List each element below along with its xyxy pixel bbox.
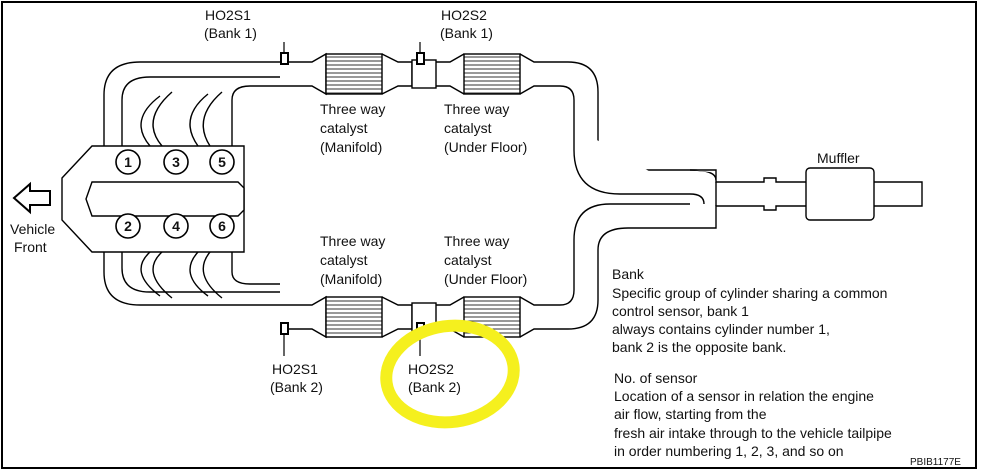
sensor-note-line1: Location of a sensor in relation the eng…: [614, 388, 874, 404]
muffler-label: Muffler: [817, 150, 860, 166]
catalyst-underfloor-bank2-line1: Three way: [444, 233, 509, 249]
catalyst-manifold-bank1: [325, 53, 383, 95]
sensor-note-title: No. of sensor: [614, 370, 698, 386]
engine-block: [61, 145, 245, 253]
catalyst-manifold-bank2: [325, 296, 383, 338]
catalyst-manifold-bank2-line2: catalyst: [320, 252, 368, 268]
bank-note-line3: always contains cylinder number 1,: [612, 321, 830, 337]
catalyst-underfloor-bank1-line2: catalyst: [444, 120, 492, 136]
cylinder-1: [115, 149, 141, 175]
cylinder-5: [209, 149, 235, 175]
bank-note-title: Bank: [612, 266, 645, 282]
figure-code: PBIB1177E: [910, 457, 961, 468]
ho2s2-bank2-bank: (Bank 2): [408, 379, 461, 395]
catalyst-underfloor-bank1: [463, 53, 521, 95]
cylinder-6-label: 6: [218, 218, 226, 234]
cylinder-3: [163, 149, 189, 175]
cylinder-1-label: 1: [124, 154, 132, 170]
vehicle-front-label-line1: Vehicle: [10, 221, 55, 237]
ho2s1-bank2-name: HO2S1: [272, 361, 318, 377]
cylinder-4: [163, 213, 189, 239]
vehicle-front-label-line2: Front: [14, 239, 47, 255]
catalyst-manifold-bank2-line1: Three way: [320, 233, 385, 249]
ho2s2-bank1-bank: (Bank 1): [440, 25, 493, 41]
catalyst-manifold-bank2-line3: (Manifold): [320, 271, 382, 287]
sensor-note-line4: in order numbering 1, 2, 3, and so on: [614, 443, 844, 459]
cylinder-6: [209, 213, 235, 239]
cylinder-3-label: 3: [172, 154, 180, 170]
sensor-note-line2: air flow, starting from the: [614, 406, 767, 422]
sensor-ho2s1-bank2: [280, 322, 289, 335]
manifold-runners-bank2: [103, 251, 280, 306]
cylinder-2: [115, 213, 141, 239]
manifold-runners-bank1: [103, 61, 280, 147]
cylinder-5-label: 5: [218, 154, 226, 170]
ho2s1-bank1-bank: (Bank 1): [204, 25, 257, 41]
exhaust-pipe-bank1: [280, 52, 717, 205]
bank-note-line4: bank 2 is the opposite bank.: [612, 339, 786, 355]
highlight-circle: [380, 319, 520, 429]
muffler-body: [805, 167, 875, 221]
catalyst-underfloor-bank1-line3: (Under Floor): [444, 139, 527, 155]
catalyst-underfloor-bank2-line2: catalyst: [444, 252, 492, 268]
sensor-ho2s2-bank1: [416, 52, 425, 65]
ho2s2-bank2-name: HO2S2: [408, 361, 454, 377]
bank-note-line2: control sensor, bank 1: [612, 303, 749, 319]
tailpipe-assembly: [690, 169, 923, 229]
cylinders: [115, 149, 235, 239]
catalyst-manifold-bank1-line1: Three way: [320, 101, 385, 117]
catalyst-underfloor-bank2-line3: (Under Floor): [444, 271, 527, 287]
cylinder-4-label: 4: [172, 218, 180, 234]
sensor-markers: [280, 52, 425, 335]
bank-note-line1: Specific group of cylinder sharing a com…: [612, 285, 887, 301]
ho2s1-bank1-name: HO2S1: [205, 7, 251, 23]
catalyst-underfloor-bank1-line1: Three way: [444, 101, 509, 117]
ho2s2-bank1-name: HO2S2: [441, 7, 487, 23]
ho2s1-bank2-bank: (Bank 2): [270, 379, 323, 395]
catalyst-manifold-bank1-line3: (Manifold): [320, 139, 382, 155]
sensor-ho2s1-bank1: [280, 52, 289, 65]
sensor-note-line3: fresh air intake through to the vehicle …: [614, 425, 892, 441]
vehicle-front-arrow-icon: [12, 181, 51, 215]
catalyst-manifold-bank1-line2: catalyst: [320, 120, 368, 136]
cylinder-2-label: 2: [124, 218, 132, 234]
